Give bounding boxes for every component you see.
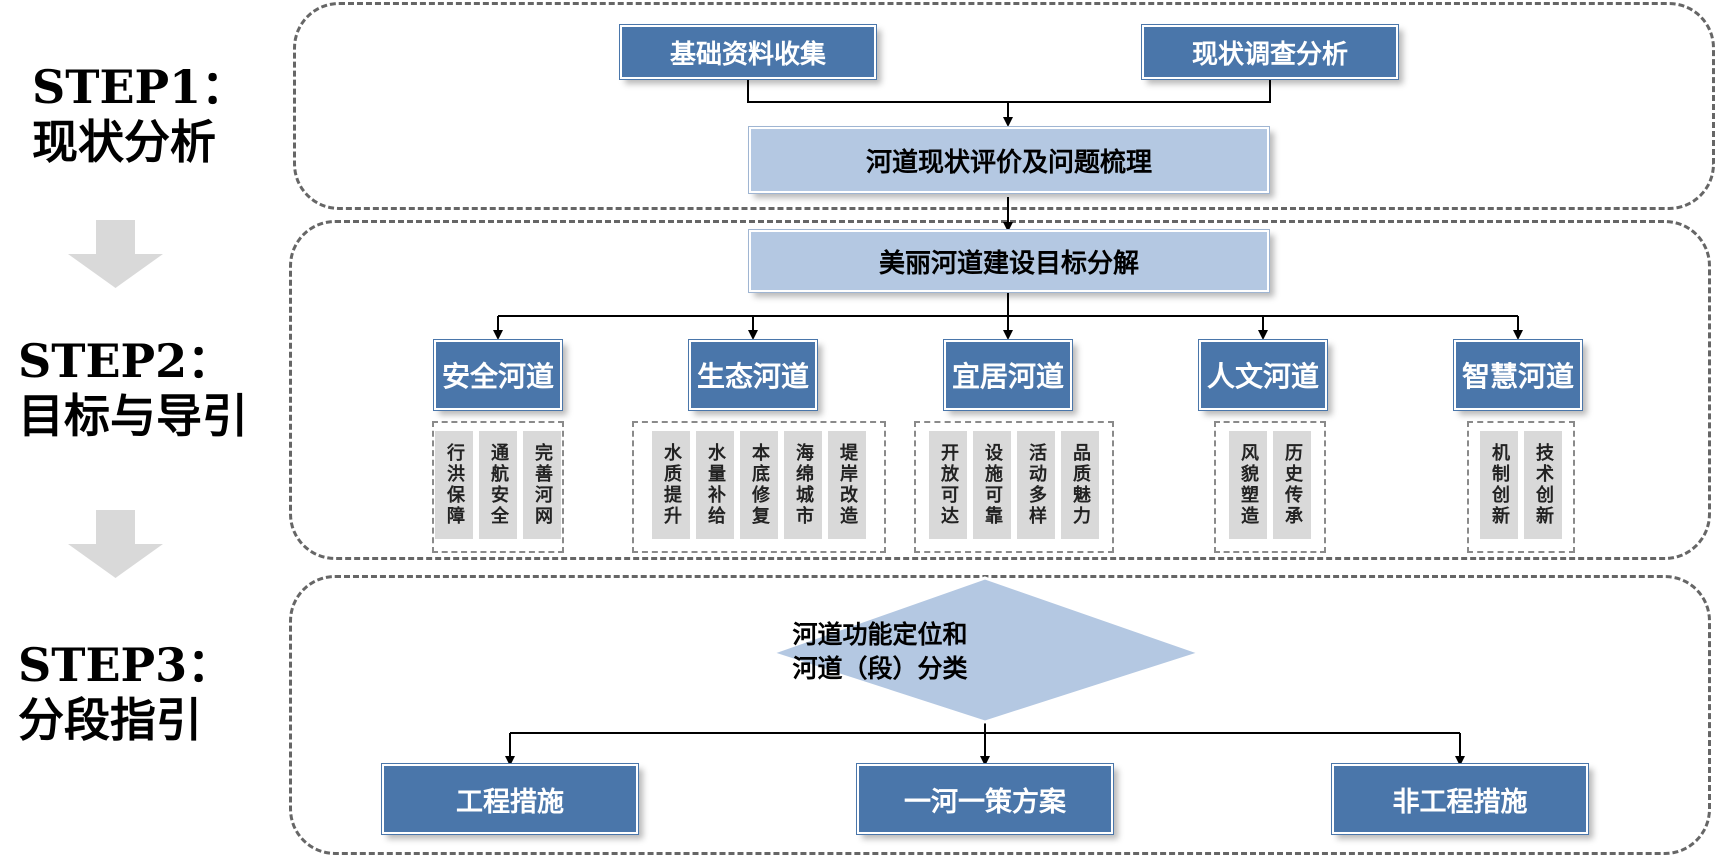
item-cell: 水量补给: [696, 431, 734, 539]
step2-section: [289, 220, 1711, 560]
step1-label: STEP1： 现状分析: [32, 60, 247, 170]
safety-items-group: 行洪保障 通航安全 完善河网: [432, 421, 564, 553]
item-cell: 行洪保障: [435, 431, 473, 539]
culture-items-group: 风貌塑造 历史传承: [1214, 421, 1326, 553]
engineering-measures-box: 工程措施: [381, 763, 639, 835]
non-engineering-measures-box: 非工程措施: [1331, 763, 1589, 835]
item-cell: 堤岸改造: [828, 431, 866, 539]
status-survey-box: 现状调查分析: [1141, 24, 1399, 80]
item-cell: 本底修复: [740, 431, 778, 539]
item-cell: 活动多样: [1017, 431, 1055, 539]
category-ecology-box: 生态河道: [688, 339, 818, 411]
one-river-plan-box: 一河一策方案: [856, 763, 1114, 835]
status-evaluation-box: 河道现状评价及问题梳理: [748, 126, 1270, 194]
step-down-arrow-icon: [68, 510, 163, 578]
step-down-arrow-icon: [68, 220, 163, 288]
item-cell: 海绵城市: [784, 431, 822, 539]
step2-label: STEP2： 目标与导引: [18, 334, 248, 444]
category-livable-box: 宜居河道: [943, 339, 1073, 411]
item-cell: 机制创新: [1480, 431, 1518, 539]
step3-label: STEP3： 分段指引: [18, 638, 233, 748]
category-safety-box: 安全河道: [433, 339, 563, 411]
step3-name: 分段指引: [18, 693, 202, 748]
item-cell: 品质魅力: [1061, 431, 1099, 539]
diamond-label-line2: 河道（段）分类: [792, 653, 968, 683]
ecology-items-group: 水质提升 水量补给 本底修复 海绵城市 堤岸改造: [632, 421, 886, 553]
classification-diamond: [767, 576, 1205, 724]
category-smart-box: 智慧河道: [1453, 339, 1583, 411]
item-cell: 水质提升: [652, 431, 690, 539]
item-cell: 历史传承: [1273, 431, 1311, 539]
item-cell: 风貌塑造: [1229, 431, 1267, 539]
step1-section: [293, 2, 1715, 210]
step2-number: STEP2：: [18, 334, 234, 388]
item-cell: 通航安全: [479, 431, 517, 539]
step1-name: 现状分析: [32, 115, 216, 170]
smart-items-group: 机制创新 技术创新: [1467, 421, 1575, 553]
item-cell: 设施可靠: [973, 431, 1011, 539]
livable-items-group: 开放可达 设施可靠 活动多样 品质魅力: [914, 421, 1114, 553]
goal-decomposition-box: 美丽河道建设目标分解: [748, 229, 1270, 293]
diamond-label-line1: 河道功能定位和: [792, 620, 968, 649]
category-culture-box: 人文河道: [1198, 339, 1328, 411]
step3-number: STEP3：: [18, 638, 234, 692]
step3-section: [289, 575, 1711, 855]
step2-name: 目标与导引: [18, 389, 248, 444]
item-cell: 技术创新: [1524, 431, 1562, 539]
item-cell: 完善河网: [523, 431, 561, 539]
item-cell: 开放可达: [929, 431, 967, 539]
basic-data-collection-box: 基础资料收集: [619, 24, 877, 80]
diamond-label: 河道功能定位和 河道（段）分类: [790, 618, 970, 686]
step1-number: STEP1：: [32, 60, 248, 114]
